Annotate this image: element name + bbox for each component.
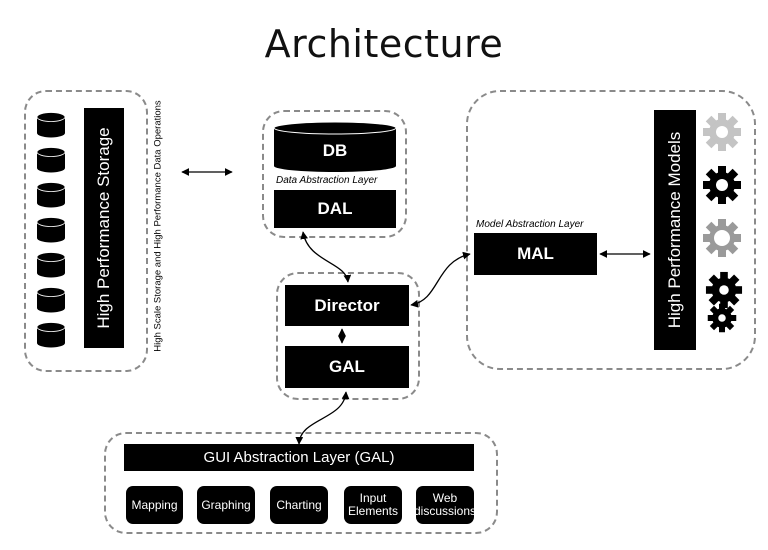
graphing-module: Graphing [197, 486, 255, 524]
models-label: High Performance Models [665, 131, 684, 329]
disk-icon [36, 322, 66, 348]
disk-icon [36, 147, 66, 173]
disk-icon [36, 182, 66, 208]
storage-caption: High Scale Storage and High Performance … [152, 100, 164, 352]
mal-block: MAL [474, 233, 597, 275]
disk-icon [36, 112, 66, 138]
gui-abstraction-layer-block: GUI Abstraction Layer (GAL) [124, 444, 474, 471]
storage-label: High Performance Storage [94, 127, 113, 329]
models-group [466, 90, 756, 370]
director-block: Director [285, 285, 409, 326]
mapping-module: Mapping [126, 486, 183, 524]
dal-block: DAL [274, 190, 396, 228]
disk-icon [36, 252, 66, 278]
models-block [654, 110, 696, 350]
diagram-title: Architecture [264, 22, 504, 66]
dal-caption: Data Abstraction Layer [276, 175, 378, 186]
db-label: DB [322, 141, 348, 160]
storage-group [24, 90, 148, 372]
storage-block [84, 108, 124, 348]
disk-icon [36, 217, 66, 243]
disk-icon [36, 287, 66, 313]
charting-module: Charting [270, 486, 328, 524]
gal-block: GAL [285, 346, 409, 388]
mal-caption: Model Abstraction Layer [476, 219, 584, 230]
